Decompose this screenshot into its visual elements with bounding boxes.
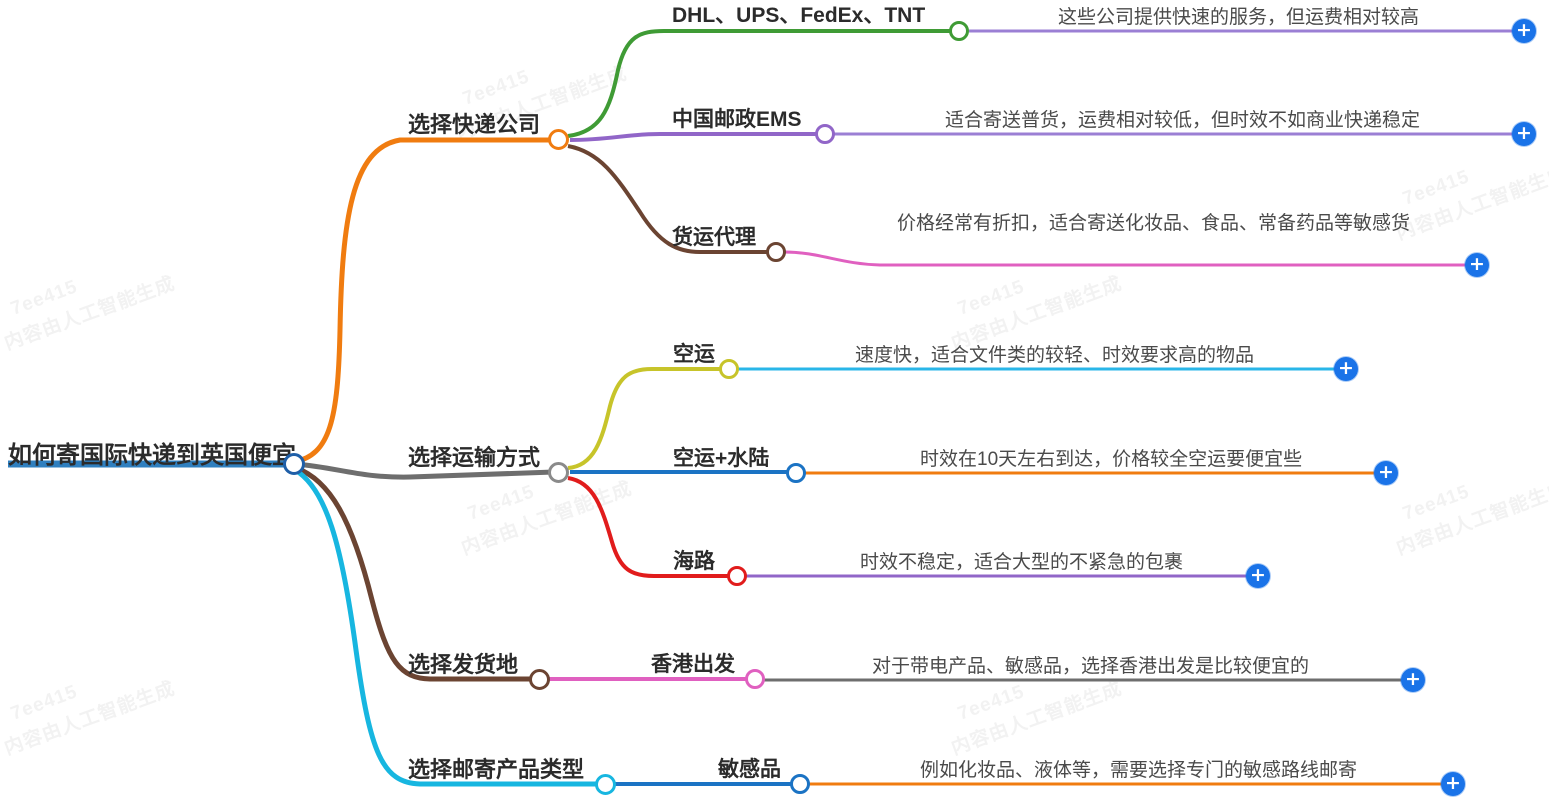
expand-button-3-0[interactable]: +	[1441, 772, 1465, 796]
child-node-dot-0-0[interactable]	[949, 21, 969, 41]
expand-button-1-2[interactable]: +	[1246, 564, 1270, 588]
child-node-label-1-2[interactable]: 海路	[673, 550, 715, 573]
root-node-dot[interactable]	[283, 453, 305, 475]
child-node-dot-0-1[interactable]	[815, 124, 835, 144]
child-node-label-2-0[interactable]: 香港出发	[651, 653, 735, 676]
child-node-dot-2-0[interactable]	[745, 669, 765, 689]
child-node-label-0-2[interactable]: 货运代理	[672, 226, 756, 249]
expand-button-2-0[interactable]: +	[1401, 668, 1425, 692]
child-node-dot-1-1[interactable]	[786, 463, 806, 483]
child-node-label-1-1[interactable]: 空运+水陆	[673, 447, 770, 470]
detail-node-label-0-2[interactable]: 价格经常有折扣，适合寄送化妆品、食品、常备药品等敏感货	[897, 212, 1462, 235]
child-node-label-0-1[interactable]: 中国邮政EMS	[672, 108, 802, 131]
branch-node-label-3[interactable]: 选择邮寄产品类型	[408, 757, 585, 782]
child-node-label-1-0[interactable]: 空运	[673, 343, 715, 366]
detail-node-text-0-2: 价格经常有折扣，适合寄送化妆品、食品、常备药品等敏感货	[897, 213, 1411, 234]
branch-node-dot-3[interactable]	[595, 774, 616, 795]
child-node-dot-3-0[interactable]	[790, 774, 810, 794]
detail-node-label-1-2[interactable]: 时效不稳定，适合大型的不紧急的包裹	[860, 552, 1184, 573]
branch-node-label-0[interactable]: 选择快递公司	[408, 112, 541, 137]
expand-button-0-1[interactable]: +	[1512, 122, 1536, 146]
edge-child-0-1	[569, 132, 820, 142]
branch-node-dot-2[interactable]	[529, 669, 550, 690]
edge-detail-0-2	[783, 250, 1474, 267]
edge-branch-0	[293, 137, 554, 465]
child-node-dot-1-2[interactable]	[727, 566, 747, 586]
root-node-label[interactable]: 如何寄国际快递到英国便宜	[8, 442, 296, 469]
expand-button-0-2[interactable]: +	[1465, 253, 1489, 277]
expand-button-1-0[interactable]: +	[1334, 357, 1358, 381]
detail-node-label-1-0[interactable]: 速度快，适合文件类的较轻、时效要求高的物品	[855, 345, 1255, 366]
branch-node-dot-0[interactable]	[548, 129, 569, 150]
detail-node-label-0-1[interactable]: 适合寄送普货，运费相对较低，但时效不如商业快递稳定	[945, 110, 1421, 131]
child-node-dot-1-0[interactable]	[719, 359, 739, 379]
child-node-label-3-0[interactable]: 敏感品	[718, 758, 781, 781]
detail-node-label-2-0[interactable]: 对于带电产品、敏感品，选择香港出发是比较便宜的	[872, 656, 1310, 677]
branch-node-label-2[interactable]: 选择发货地	[408, 652, 519, 677]
branch-node-dot-1[interactable]	[548, 462, 569, 483]
detail-node-label-3-0[interactable]: 例如化妆品、液体等，需要选择专门的敏感路线邮寄	[920, 760, 1358, 781]
expand-button-0-0[interactable]: +	[1512, 19, 1536, 43]
detail-node-label-0-0[interactable]: 这些公司提供快速的服务，但运费相对较高	[1058, 7, 1420, 28]
branch-node-label-1[interactable]: 选择运输方式	[408, 445, 541, 470]
expand-button-1-1[interactable]: +	[1374, 461, 1398, 485]
child-node-label-0-0[interactable]: DHL、UPS、FedEx、TNT	[672, 4, 926, 27]
child-node-dot-0-2[interactable]	[766, 242, 786, 262]
detail-node-label-1-1[interactable]: 时效在10天左右到达，价格较全空运要便宜些	[920, 449, 1303, 470]
